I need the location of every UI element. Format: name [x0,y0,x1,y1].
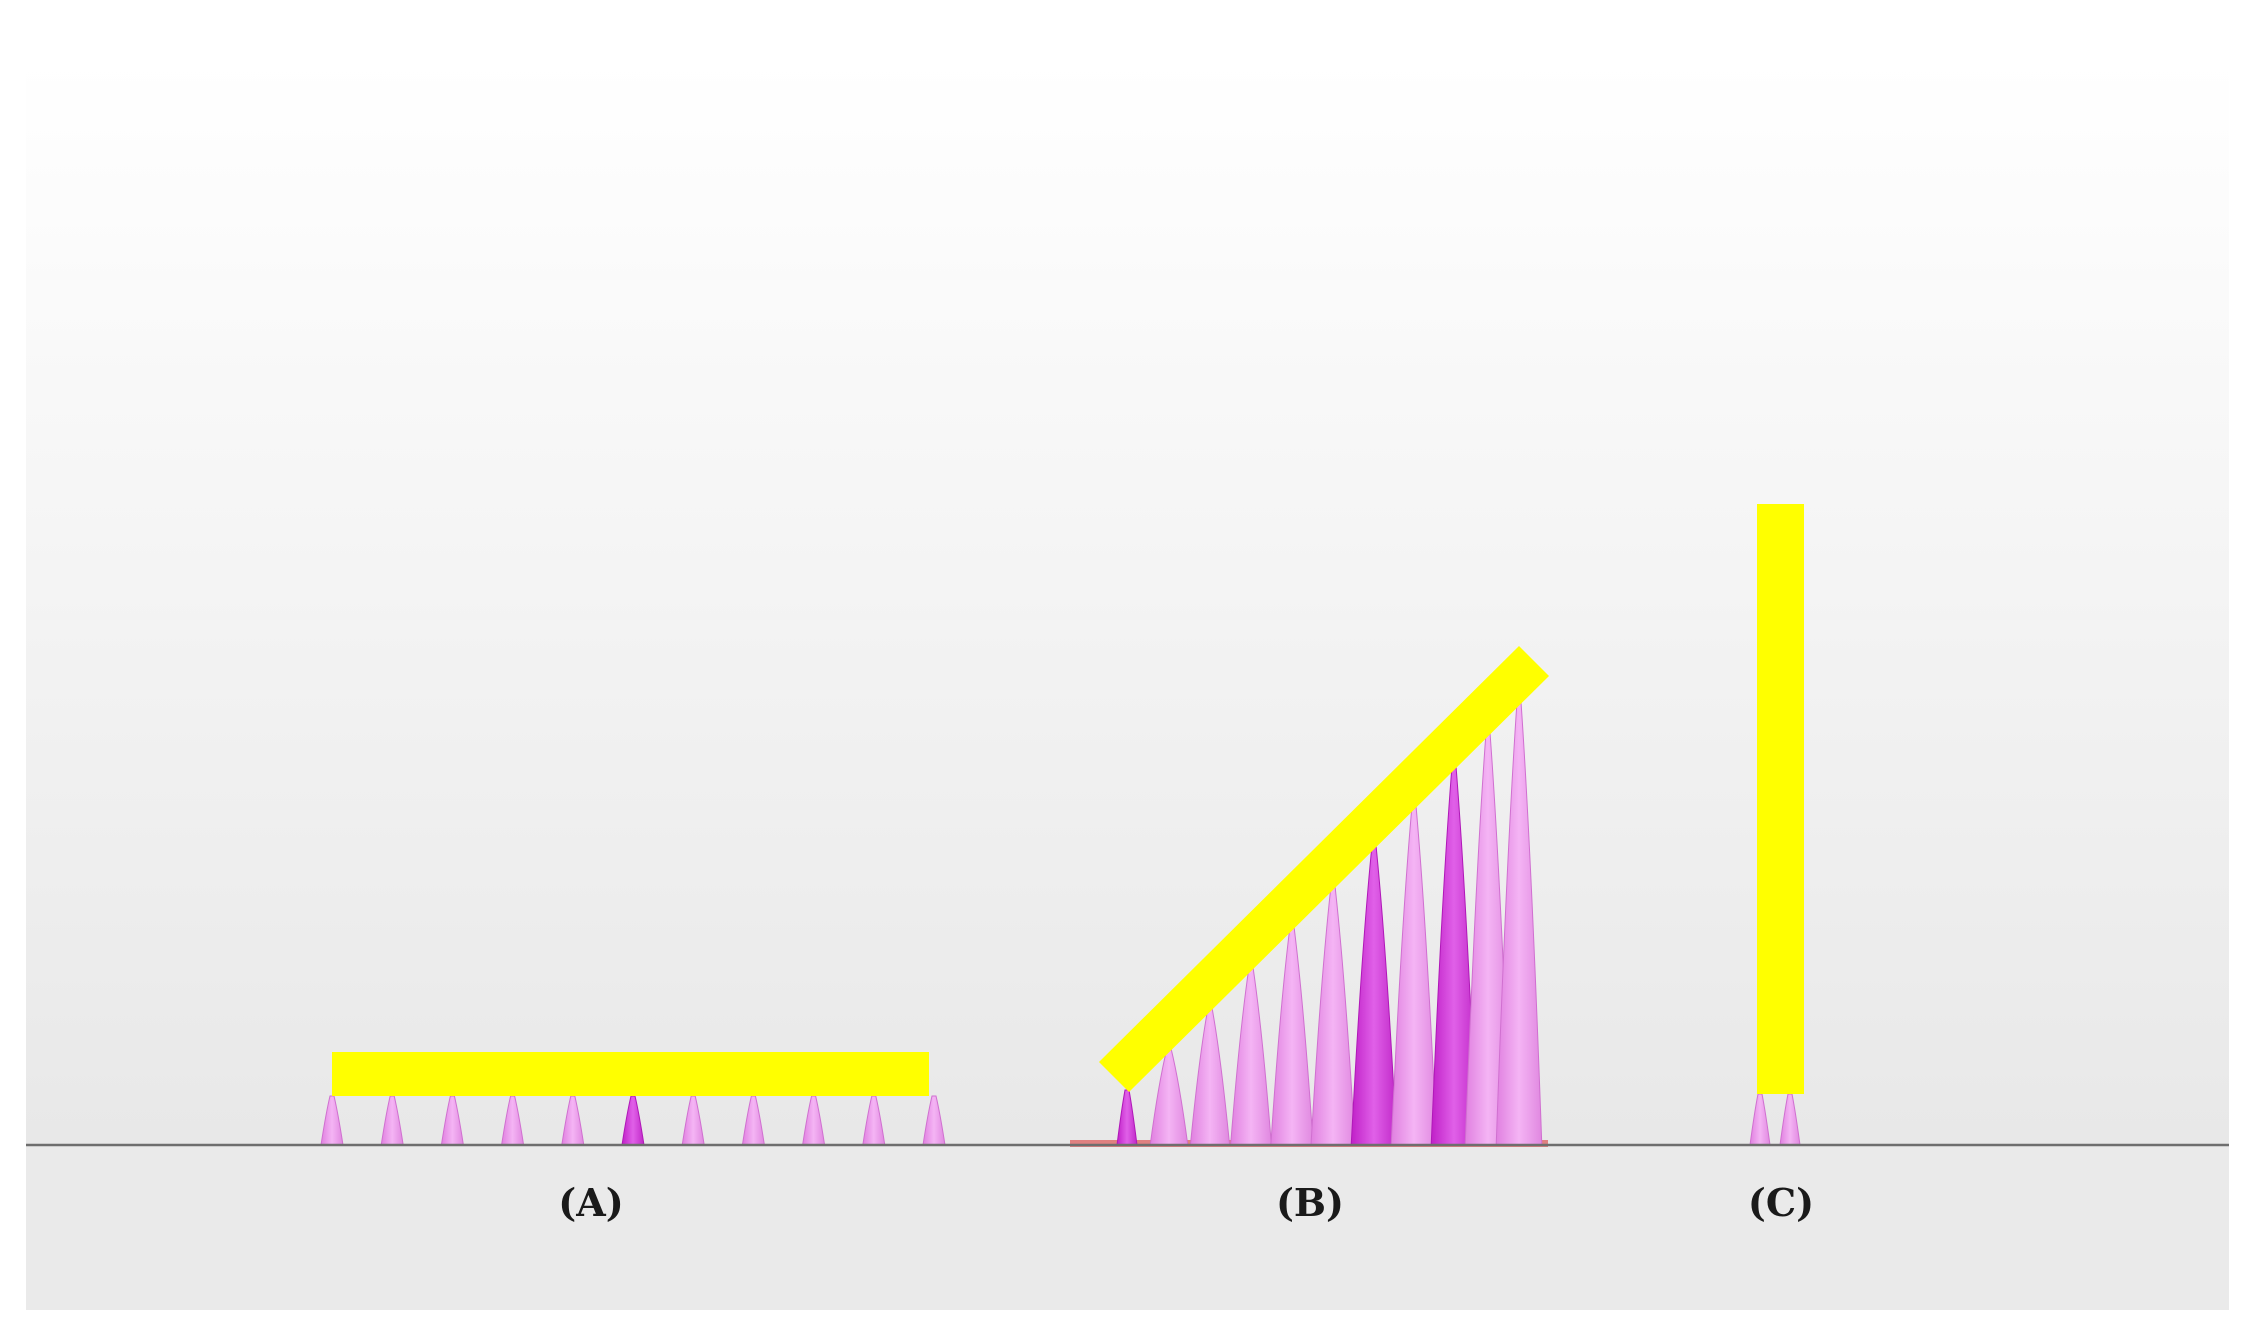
panel-b-tilted-plate [1099,646,1549,1092]
panel-a-plate [332,1052,929,1096]
sky-area [26,60,2229,1145]
ground-area [26,1145,2229,1310]
panel-a-label: (A) [558,1180,623,1225]
panel-b-label: (B) [1276,1180,1344,1225]
panel-c-label: (C) [1748,1180,1814,1225]
panel-c-vertical-plate [1757,504,1804,1094]
